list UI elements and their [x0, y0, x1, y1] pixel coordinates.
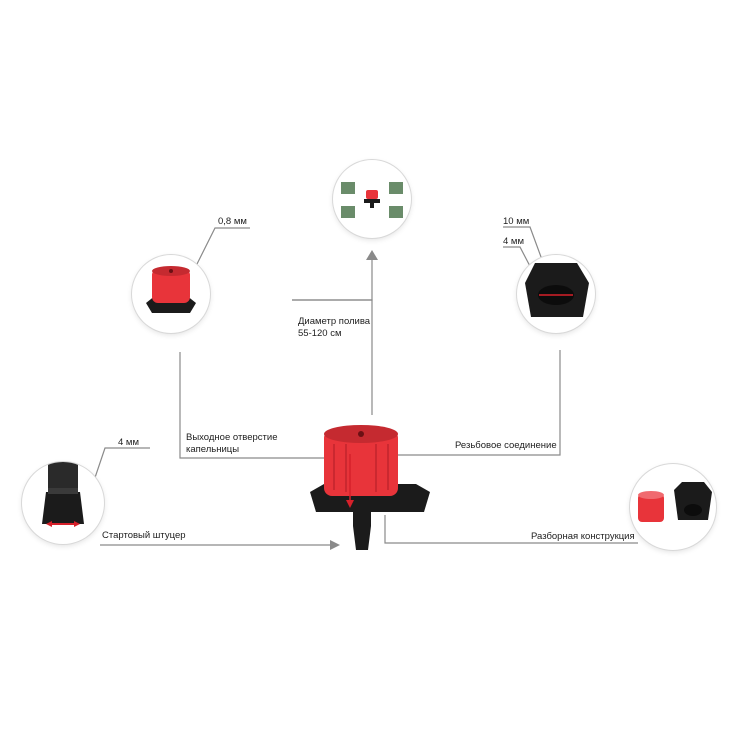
outlet-label-line1: Выходное отверстие — [186, 432, 278, 443]
disassembled-parts-icon — [638, 482, 712, 522]
fitting-icon — [42, 462, 84, 527]
thread-circle — [517, 255, 595, 333]
dripper-product — [310, 425, 430, 550]
thread-connection-label: Резьбовое соединение — [455, 440, 557, 451]
arrow-up-head — [366, 250, 378, 260]
watering-diameter-circle — [333, 160, 411, 238]
start-fitting-label: Стартовый штуцер — [102, 530, 186, 541]
thread-inner-label: 4 мм — [503, 236, 524, 247]
diameter-label-line2: 55-120 см — [298, 328, 342, 339]
outlet-label-line2: капельницы — [186, 444, 240, 455]
diameter-label-line1: Диаметр полива — [298, 316, 371, 327]
watering-diagram-icon — [341, 182, 403, 218]
thread-socket-icon — [525, 263, 589, 317]
collapsible-label: Разборная конструкция — [531, 531, 635, 542]
red-cap-icon — [146, 266, 196, 313]
fitting-size-label: 4 мм — [118, 437, 139, 448]
arrow-right-head — [330, 540, 340, 550]
start-fitting-circle — [22, 462, 104, 544]
orifice-size-label: 0,8 мм — [218, 216, 247, 227]
outlet-cap-circle — [132, 255, 210, 333]
collapsible-circle — [630, 464, 716, 550]
thread-outer-label: 10 мм — [503, 216, 530, 227]
